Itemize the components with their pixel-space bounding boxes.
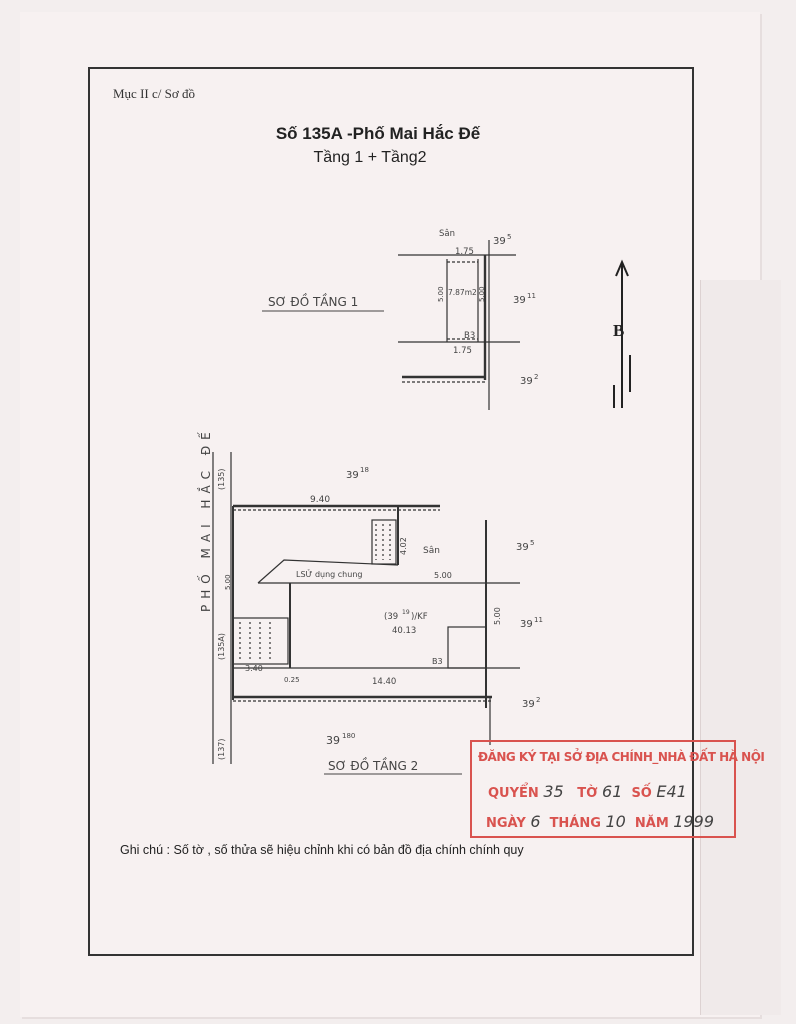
floor2-dim-left: 5.00 (224, 574, 232, 590)
floor2-parcel-top-sub: 18 (360, 466, 369, 474)
floor2-label: SƠ ĐỒ TẦNG 2 (328, 757, 418, 773)
document-back-sheet (700, 280, 781, 1015)
floor1-parcel-mid: 39 (513, 295, 526, 306)
floor2-parcel-right-sub: 5 (530, 539, 534, 547)
floor1-side-left: 5.00 (437, 286, 445, 302)
floor2-parcel-bottom-sub: 180 (342, 732, 355, 740)
floor2-yard: Sân (423, 546, 440, 556)
document-title: Số 135A -Phố Mai Hắc Đế (275, 124, 481, 143)
floor1-dim-top: 1.75 (455, 247, 474, 257)
floor1-plan (398, 240, 520, 410)
floor2-side: 5.00 (493, 607, 502, 625)
registration-stamp: ĐĂNG KÝ TẠI SỞ ĐỊA CHÍNH_NHÀ ĐẤT HÀ NỘI … (470, 740, 765, 838)
north-arrow (613, 259, 631, 408)
floor2-parcel-bottom: 39 (326, 734, 340, 747)
document-sheet (20, 12, 760, 1017)
document-subtitle: Tầng 1 + Tầng2 (313, 149, 427, 166)
floor2-center-parcel-tail: )/KF (411, 612, 428, 622)
floor2-parcel-right2-sub: 11 (534, 616, 543, 624)
section-ref: Mục II c/ Sơ đồ (113, 86, 195, 101)
floor2-dim-small2: 0.25 (284, 676, 300, 684)
floor2-code: B3 (432, 657, 443, 666)
floor2-dim-bottom: 14.40 (372, 677, 396, 687)
floor2-center-parcel: (39 (384, 612, 398, 622)
floor1-side-right: 5.00 (478, 286, 486, 302)
floor1-area: 7.87m2 (448, 288, 477, 297)
floor2-parcel-top: 39 (346, 470, 359, 481)
floor1-label: SƠ ĐỒ TẦNG 1 (268, 293, 358, 309)
floor2-parcel-right2: 39 (520, 619, 533, 630)
floor1-parcel-low-sub: 2 (534, 373, 538, 381)
floor2-dim-top: 9.40 (310, 495, 330, 505)
street-name: PHỐ MAI HẮC ĐẾ (197, 426, 213, 612)
floor1-parcel-top-sub: 5 (507, 233, 511, 241)
floor2-area: 40.13 (392, 626, 416, 636)
floor2-dim-mid: 5.00 (434, 571, 452, 580)
floor1-labels: Sân 1.75 1.75 7.87m2 B3 5.00 5.00 39 5 3… (437, 229, 538, 387)
floor1-code: B3 (464, 331, 475, 341)
floor2-dim-stair: 4.02 (399, 537, 408, 555)
floor2-shared: LSỬ dụng chung (296, 568, 362, 580)
north-label: B (613, 321, 624, 340)
floor2-parcel-bottom-right: 39 (522, 699, 535, 710)
floor2-dim-small: 3.40 (245, 664, 263, 673)
floor2-parcel-right: 39 (516, 542, 529, 553)
floor2-center-parcel-sub: 19 (402, 609, 410, 616)
floor1-parcel-mid-sub: 11 (527, 292, 536, 300)
street-no-bottom: (137) (217, 738, 226, 760)
floor1-dim-bottom: 1.75 (453, 346, 472, 356)
floor2-parcel-bottom-right-sub: 2 (536, 696, 540, 704)
floor1-parcel-low: 39 (520, 376, 533, 387)
stamp-line3: NGÀY 6 THÁNG 10 NĂM 1999 (486, 812, 715, 831)
floor2-plan (212, 452, 520, 764)
street-no-top: (135) (217, 468, 226, 490)
document-frame (88, 67, 694, 956)
stamp-line2: QUYỂN 35 TỜ 61 SỐ E41 (488, 782, 687, 801)
floor1-yard: Sân (439, 229, 455, 239)
floor2-labels: PHỐ MAI HẮC ĐẾ (135) (135A) (137) 39 18 … (197, 426, 543, 760)
floor1-parcel-top: 39 (493, 236, 506, 247)
street-no-mid: (135A) (217, 633, 226, 660)
footnote: Ghi chú : Số tờ , số thửa sẽ hiệu chỉnh … (120, 843, 524, 857)
stamp-line1: ĐĂNG KÝ TẠI SỞ ĐỊA CHÍNH_NHÀ ĐẤT HÀ NỘI (478, 750, 765, 764)
